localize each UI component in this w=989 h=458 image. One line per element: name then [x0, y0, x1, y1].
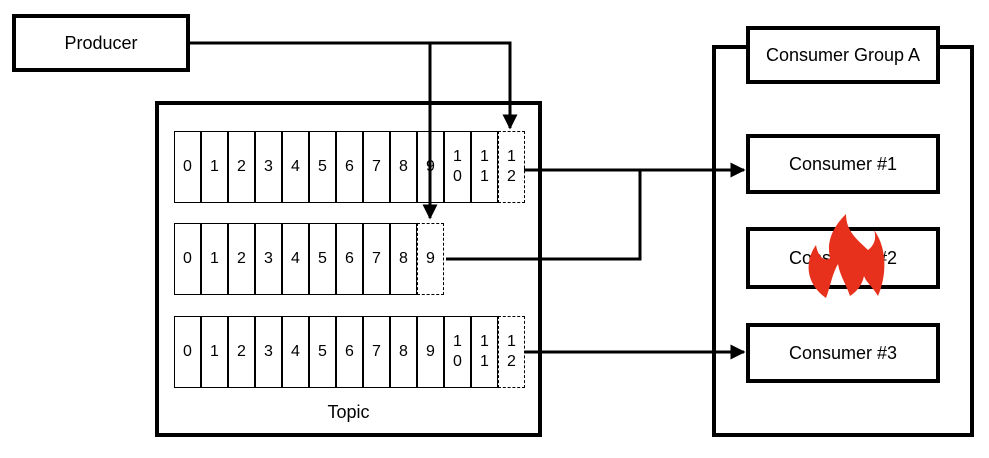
partition-0-offset: 3: [255, 131, 282, 203]
consumer-3-node: Consumer #3: [746, 323, 940, 383]
partition-0-offset: 2: [228, 131, 255, 203]
partition-2-offset: 9: [417, 316, 444, 388]
partition-1-offset: 0: [174, 223, 201, 295]
partition-1-offset: 3: [255, 223, 282, 295]
partition-1-offset: 5: [309, 223, 336, 295]
partition-0-offset: 6: [336, 131, 363, 203]
consumer-3-label: Consumer #3: [788, 342, 898, 363]
partition-1-offset: 4: [282, 223, 309, 295]
partition-2-offset: 6: [336, 316, 363, 388]
partition-1-offset: 6: [336, 223, 363, 295]
partition-2-offset: 4: [282, 316, 309, 388]
partition-2-offset: 0: [174, 316, 201, 388]
partition-0-offset: 5: [309, 131, 336, 203]
consumer-1-node: Consumer #1: [746, 134, 940, 194]
consumer-1-label: Consumer #1: [788, 153, 898, 174]
partition-2-offset: 7: [363, 316, 390, 388]
producer-to-partition-0-arrow: [190, 41, 518, 130]
partition-0-offset: 4: [282, 131, 309, 203]
partition-1-offset: 1: [201, 223, 228, 295]
partition-0-offset: 7: [363, 131, 390, 203]
partition-1-offset: 2: [228, 223, 255, 295]
partition-1-next-offset: 9: [417, 223, 444, 295]
partition-1-to-consumer-1-arrow: [446, 170, 642, 261]
partition-2-offset: 1: [201, 316, 228, 388]
partition-0-offset: 1: [201, 131, 228, 203]
consumer-group-title: Consumer Group A: [765, 44, 921, 65]
partition-2-offset: 3: [255, 316, 282, 388]
topic-label: Topic: [327, 401, 370, 422]
partition-0-offset: 0: [174, 131, 201, 203]
partition-1-offset: 7: [363, 223, 390, 295]
partition-0-offset: 8: [390, 131, 417, 203]
fire-icon: [808, 214, 885, 298]
partition-2-offset: 8: [390, 316, 417, 388]
consumer-group-title-box: Consumer Group A: [746, 26, 940, 84]
partition-2-offset: 2: [228, 316, 255, 388]
partition-1-offset: 8: [390, 223, 417, 295]
partition-2-offset: 5: [309, 316, 336, 388]
producer-label: Producer: [64, 32, 138, 53]
producer-node: Producer: [12, 14, 190, 72]
